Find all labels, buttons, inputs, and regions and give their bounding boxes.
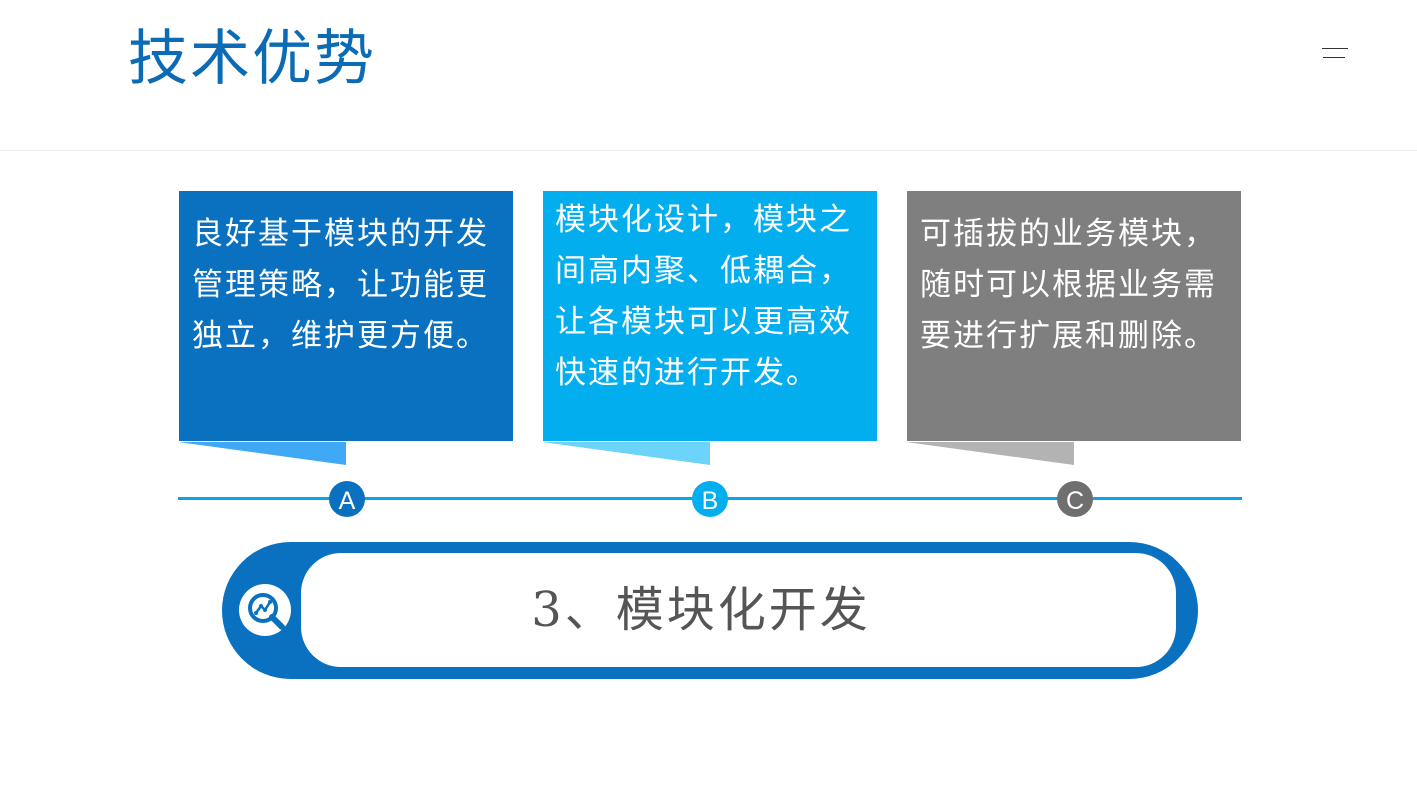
menu-icon[interactable] bbox=[1322, 46, 1348, 60]
header-divider bbox=[0, 150, 1417, 151]
section-title: 3、模块化开发 bbox=[531, 582, 871, 638]
feature-card-text: 可插拔的业务模块，随时可以根据业务需要进行扩展和删除。 bbox=[920, 216, 1217, 354]
page-title: 技术优势 bbox=[128, 24, 376, 94]
timeline-marker-c: C bbox=[1057, 481, 1093, 517]
marker-label: A bbox=[338, 487, 356, 515]
feature-card-a: 良好基于模块的开发管理策略，让功能更独立，维护更方便。 bbox=[179, 191, 513, 441]
feature-card-b: 模块化设计，模块之间高内聚、低耦合，让各模块可以更高效快速的进行开发。 bbox=[543, 191, 877, 441]
marker-label: B bbox=[701, 487, 719, 515]
timeline-marker-a: A bbox=[329, 481, 365, 517]
card-c-pointer bbox=[906, 442, 1074, 465]
marker-label: C bbox=[1065, 487, 1085, 515]
feature-card-text: 模块化设计，模块之间高内聚、低耦合，让各模块可以更高效快速的进行开发。 bbox=[555, 202, 852, 391]
feature-card-c: 可插拔的业务模块，随时可以根据业务需要进行扩展和删除。 bbox=[907, 191, 1241, 441]
card-b-pointer bbox=[542, 442, 710, 465]
menu-line bbox=[1323, 57, 1345, 58]
section-banner-inner bbox=[301, 553, 1176, 667]
search-chart-icon bbox=[239, 584, 291, 636]
feature-card-text: 良好基于模块的开发管理策略，让功能更独立，维护更方便。 bbox=[192, 216, 489, 354]
menu-line bbox=[1322, 48, 1348, 49]
card-a-pointer bbox=[178, 442, 346, 465]
timeline-marker-b: B bbox=[692, 481, 728, 517]
